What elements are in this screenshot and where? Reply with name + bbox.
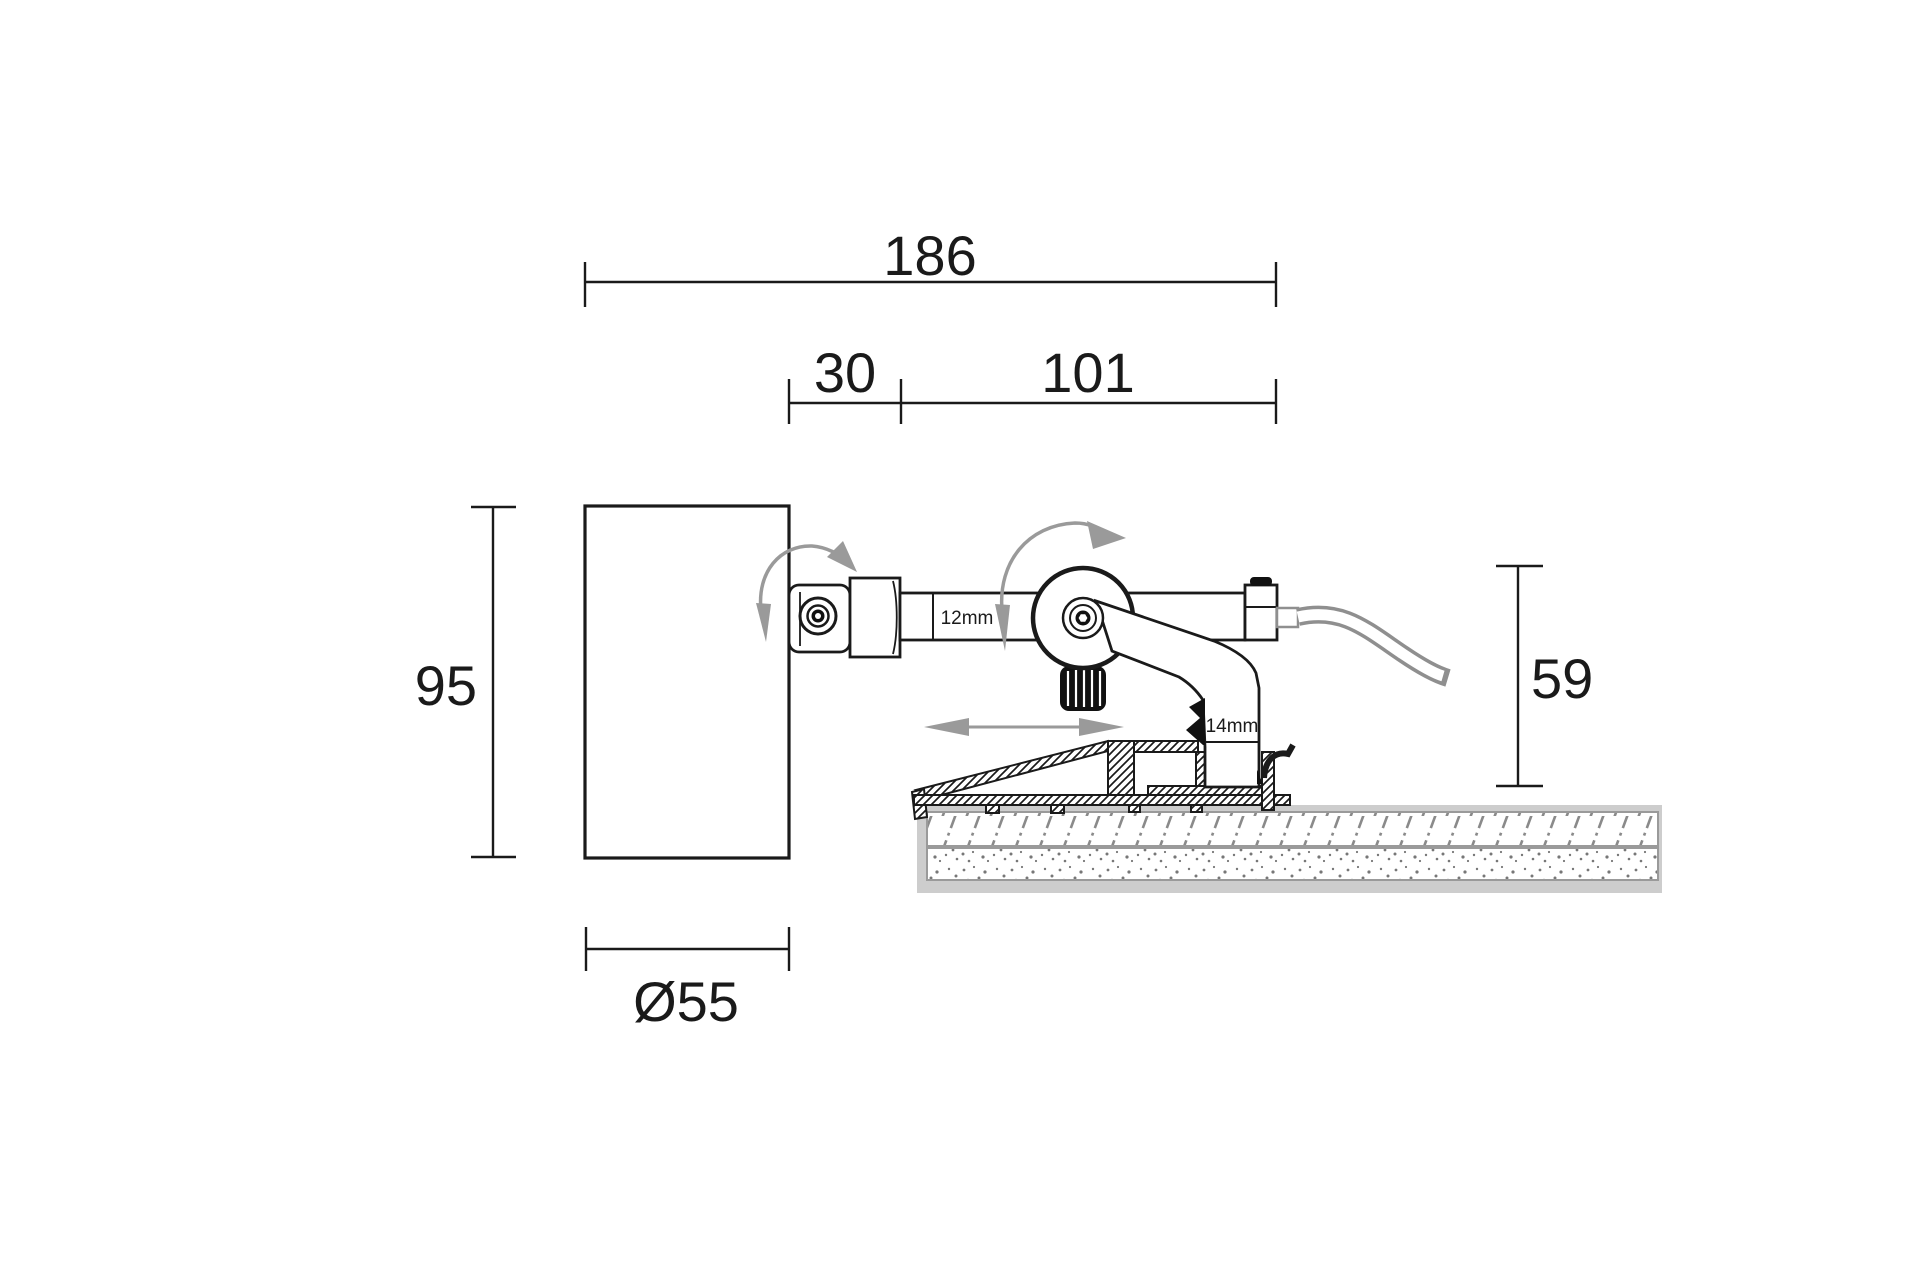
label-stem-diameter: 12mm — [941, 608, 994, 629]
mount-block-curve — [892, 580, 898, 655]
track-hook — [1261, 743, 1296, 779]
dim-total-length: 186 — [583, 224, 1278, 307]
dim-height-above-track: 59 — [1496, 564, 1593, 788]
mounting-surface — [917, 805, 1662, 893]
track-profile — [910, 739, 1296, 821]
track-wedge-wall — [913, 739, 1109, 800]
dim-label-101: 101 — [1041, 341, 1134, 404]
arm-clip-notch — [1186, 698, 1205, 745]
dim-offset-and-arm: 30 101 — [787, 341, 1278, 424]
power-cable — [1296, 605, 1451, 687]
dim-label-186: 186 — [883, 224, 976, 287]
dim-label-dia55: Ø55 — [633, 970, 739, 1033]
swivel-joint — [787, 576, 902, 659]
track-base-plate — [913, 794, 1291, 806]
track-post — [1107, 740, 1135, 797]
dim-body-height: 95 — [415, 505, 516, 859]
end-cap — [1243, 577, 1279, 642]
rotation-arrow-icon-arm — [995, 521, 1126, 651]
label-foot-width: 14mm — [1206, 716, 1259, 737]
support-arm — [1093, 598, 1263, 789]
lamp-body-cylinder — [583, 504, 791, 860]
dim-body-diameter: Ø55 — [584, 927, 791, 1033]
arm-foot-shadow — [1257, 770, 1263, 784]
track-foot — [985, 804, 1000, 814]
surface-stipple-layer — [926, 847, 1659, 881]
track-foot — [1128, 804, 1141, 813]
track-top-bar — [1133, 740, 1199, 753]
support-arm-body — [1093, 598, 1261, 789]
mount-block — [848, 576, 902, 659]
surface-hatch-layer — [926, 811, 1659, 847]
dim-label-59: 59 — [1531, 647, 1593, 710]
track-foot — [1050, 804, 1065, 814]
clamp-knob[interactable] — [1060, 666, 1106, 711]
track-foot — [1190, 804, 1203, 813]
cap-button — [1250, 577, 1272, 586]
rotation-arrow-icon-head — [756, 541, 857, 642]
swivel-screw-icon — [798, 596, 838, 636]
pivot-screw-icon — [1061, 596, 1105, 640]
cable-connector — [1275, 606, 1300, 629]
slide-arrow-icon — [924, 718, 1124, 736]
dim-label-95: 95 — [415, 654, 477, 717]
dim-label-30: 30 — [814, 341, 876, 404]
